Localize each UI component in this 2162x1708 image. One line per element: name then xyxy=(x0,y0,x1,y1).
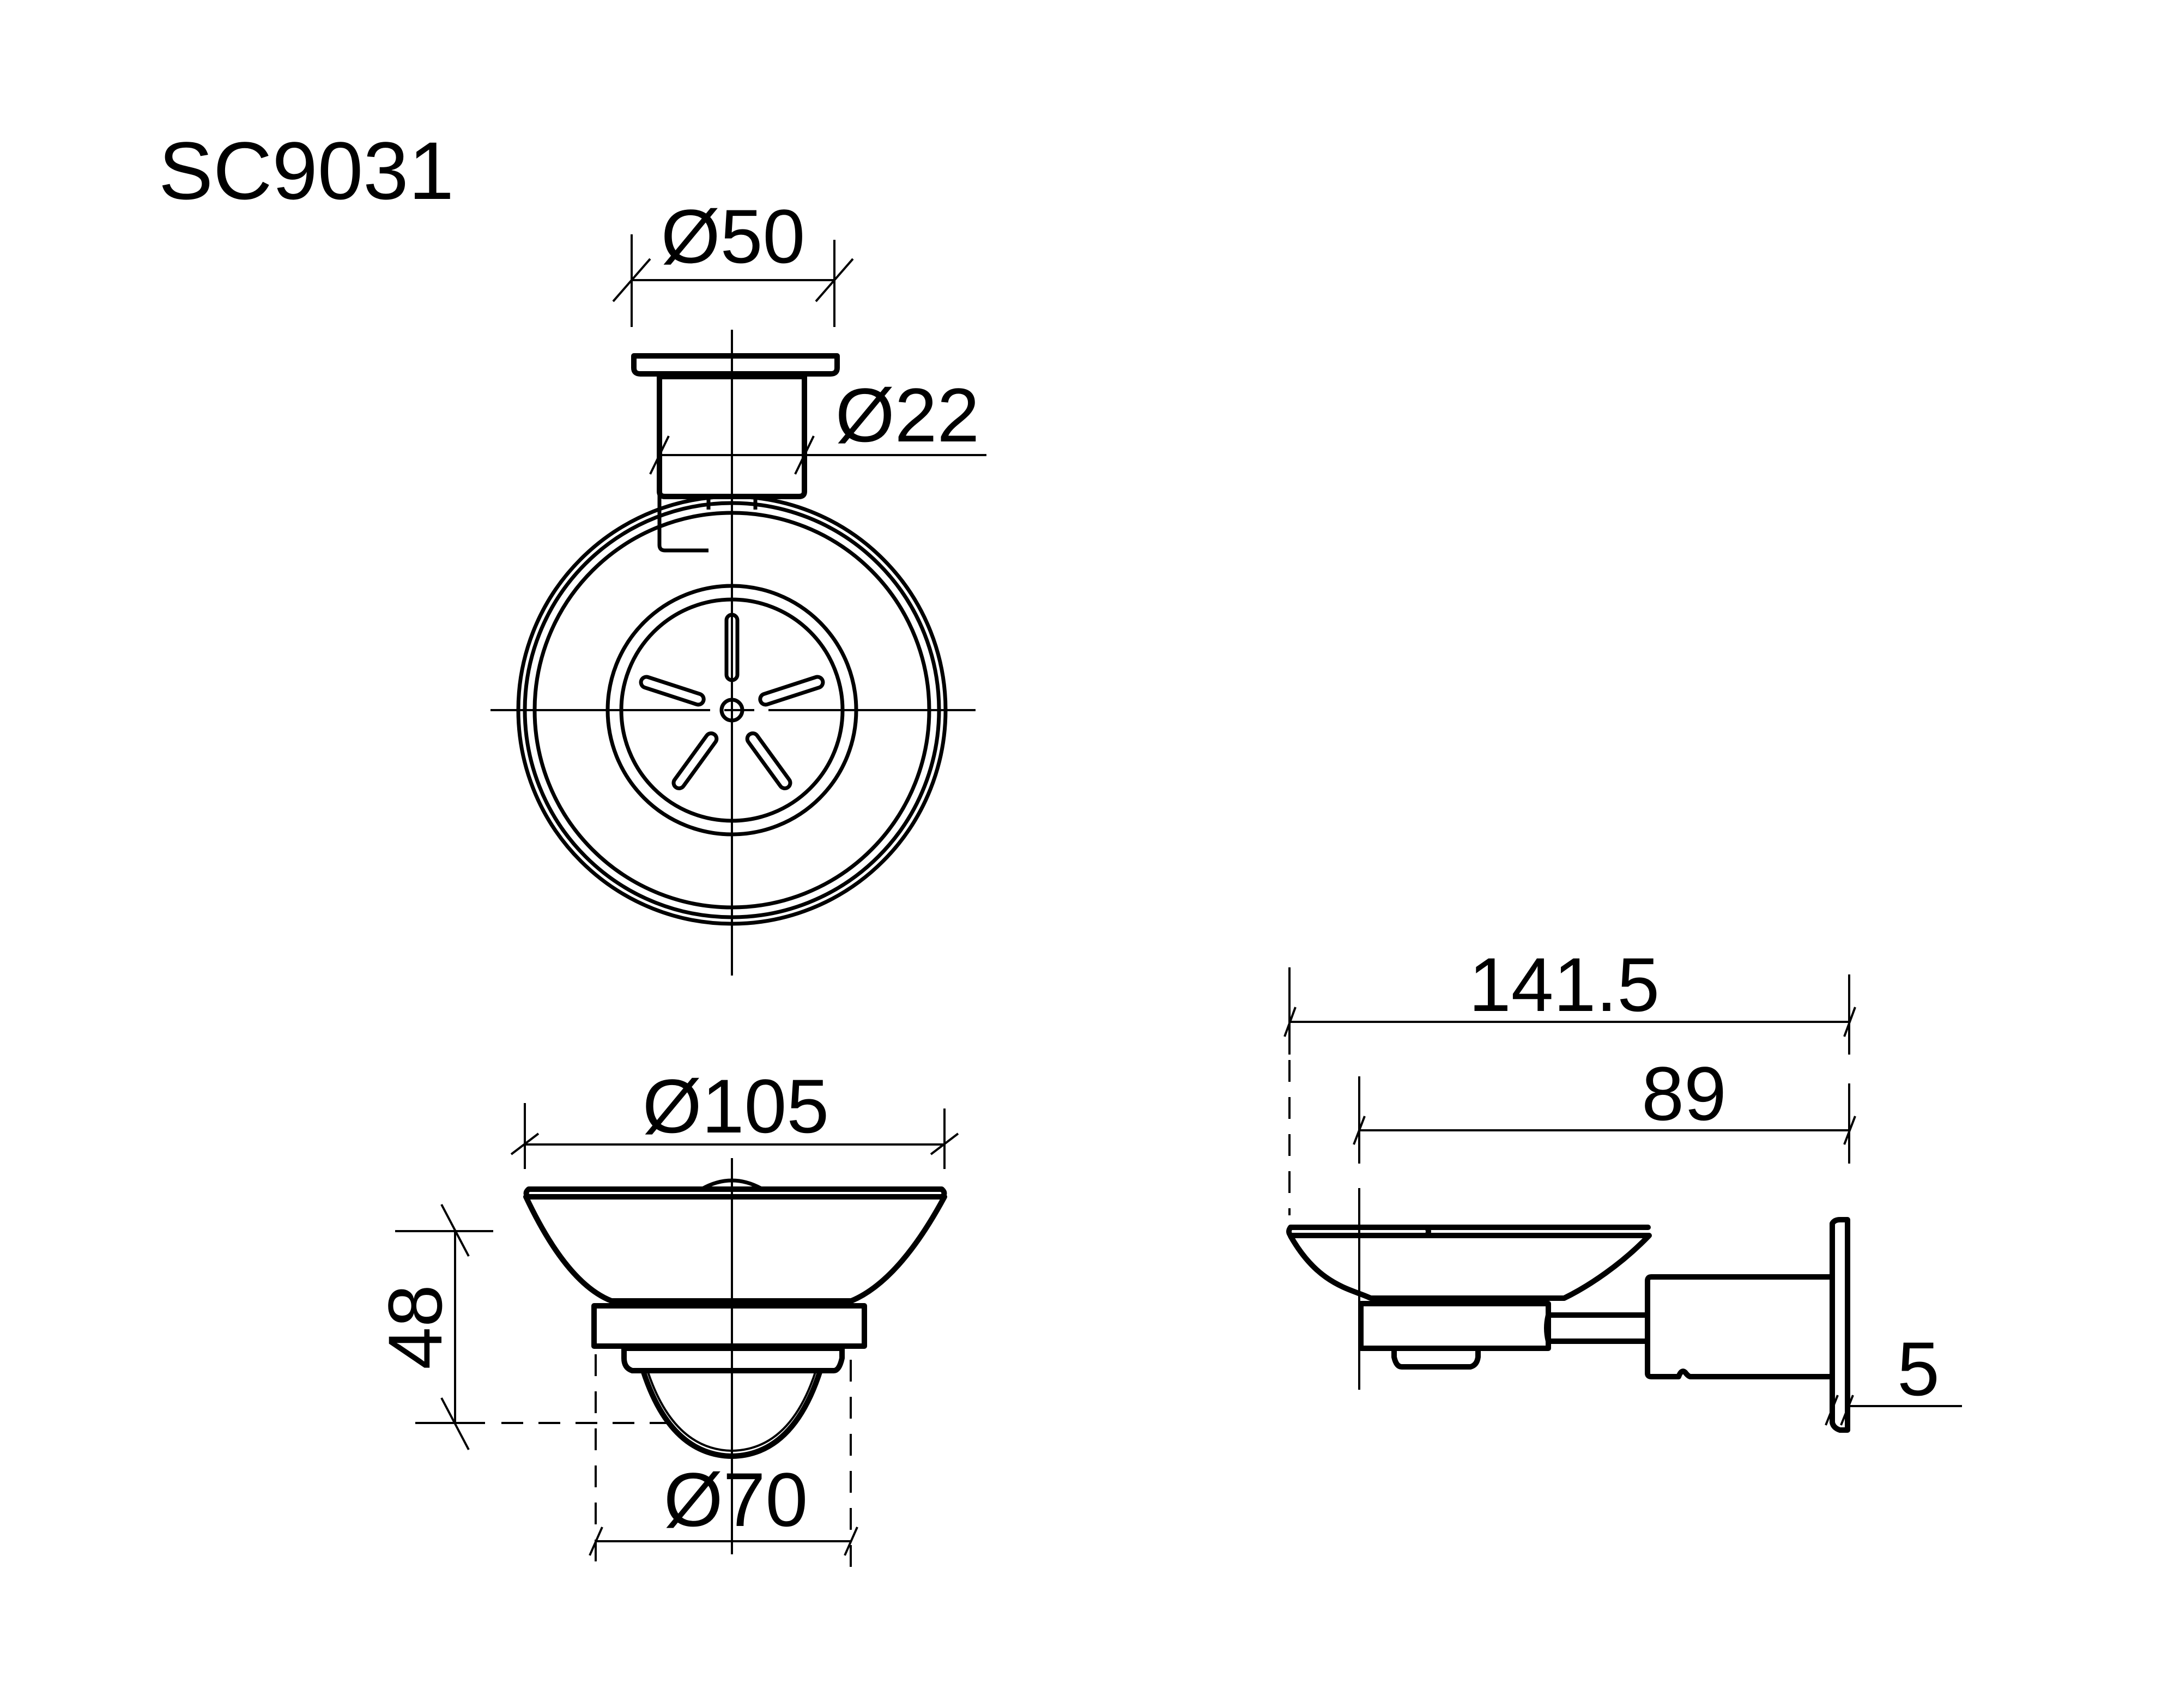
side-holder-ring xyxy=(1358,1301,1551,1351)
dimension-height: 48 xyxy=(372,1204,670,1450)
top-view: Ø50 Ø22 xyxy=(490,193,986,976)
side-lower-cap xyxy=(1391,1348,1481,1370)
dish-outer-rim xyxy=(516,494,948,926)
dimension-plate-thickness: 5 xyxy=(1825,1326,1962,1426)
side-view: 141.5 89 xyxy=(1283,942,1962,1433)
drain-slots xyxy=(639,613,825,790)
dimension-dish-diameter: Ø105 xyxy=(510,1063,959,1169)
side-wall-plate xyxy=(1830,1217,1850,1433)
dimension-base-diameter: Ø70 xyxy=(589,1354,858,1575)
holder-ring xyxy=(591,1303,867,1349)
label-projection-89: 89 xyxy=(1642,1051,1727,1136)
label-projection-141-5: 141.5 xyxy=(1469,942,1660,1027)
side-dish-bowl xyxy=(1288,1233,1651,1301)
product-code-title: SC9031 xyxy=(159,125,454,216)
dish-bowl xyxy=(523,1194,947,1304)
mount-plate xyxy=(631,353,840,377)
dimension-post-diameter: Ø22 xyxy=(649,372,986,475)
label-diameter-105: Ø105 xyxy=(643,1063,829,1149)
label-diameter-70: Ø70 xyxy=(664,1457,808,1542)
front-view: Ø105 48 xyxy=(372,1063,959,1575)
side-mount-post xyxy=(1645,1274,1833,1379)
dimension-center-projection: 89 xyxy=(1353,1051,1856,1164)
drain-center-hole xyxy=(719,698,744,723)
soap-grid-outer xyxy=(605,584,858,837)
dish-rim xyxy=(523,1186,947,1200)
label-height-48: 48 xyxy=(372,1285,458,1370)
label-thickness-5: 5 xyxy=(1897,1326,1940,1412)
dimension-total-projection: 141.5 xyxy=(1283,942,1856,1055)
wall-mount-dome xyxy=(640,1368,823,1459)
label-diameter-22: Ø22 xyxy=(835,372,980,458)
label-diameter-50: Ø50 xyxy=(661,193,806,279)
dimension-mount-plate-diameter: Ø50 xyxy=(612,193,854,327)
